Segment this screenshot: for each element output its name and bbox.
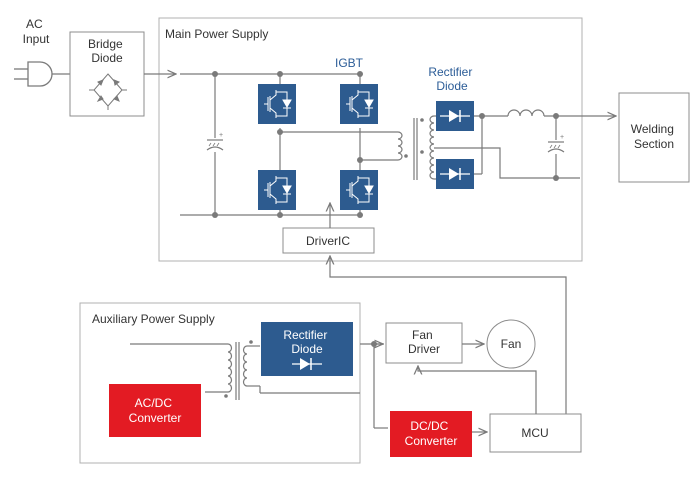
welding-section-line1: Welding — [631, 122, 674, 136]
svg-text:+: + — [560, 134, 564, 141]
rectifier-diode-main-label: Rectifier Diode — [428, 65, 475, 93]
welding-section-line2: Section — [634, 137, 674, 151]
main-power-supply-label: Main Power Supply — [165, 27, 268, 41]
bridge-diode-line1: Bridge — [88, 37, 123, 51]
input-capacitor-icon: + — [206, 132, 224, 151]
welding-section-box — [618, 92, 690, 183]
dcdc-line2: Converter — [405, 434, 458, 448]
igbt-label: IGBT — [335, 56, 364, 70]
rectifier-diode-main-line1: Rectifier — [428, 65, 472, 79]
acdc-line2: Converter — [129, 411, 182, 425]
aux-transformer-dots — [224, 340, 253, 398]
dcdc-converter-box — [390, 411, 472, 457]
fan-label: Fan — [501, 337, 522, 351]
acdc-converter-box — [109, 384, 201, 437]
acdc-converter-label: AC/DC Converter — [129, 396, 182, 425]
igbt-top-right — [340, 84, 378, 124]
auxiliary-power-supply-label: Auxiliary Power Supply — [92, 312, 215, 326]
rectifier-diode-aux-line2: Diode — [291, 342, 323, 356]
bridge-diode-line2: Diode — [91, 51, 123, 65]
ac-input-line2: Input — [23, 32, 50, 46]
acdc-line1: AC/DC — [135, 396, 173, 410]
fan-driver-label: Fan Driver — [408, 328, 440, 356]
rectifier-diode-main-top — [436, 101, 474, 131]
driver-ic-label: DriverIC — [306, 234, 350, 248]
svg-text:+: + — [219, 132, 223, 139]
ac-input-label: AC Input — [23, 17, 50, 46]
wire-mcu-to-driver — [330, 256, 567, 414]
driver-ic-box — [282, 227, 375, 254]
wire-mcu-to-fan-driver — [418, 366, 537, 414]
junction-dots — [212, 71, 559, 218]
diode-icon — [292, 358, 322, 370]
igbt-top-left — [258, 84, 296, 124]
dcdc-line1: DC/DC — [410, 419, 448, 433]
aux-output-wiring — [373, 344, 388, 429]
mcu-box — [489, 413, 582, 453]
bridge-diode-label: Bridge Diode — [88, 37, 126, 65]
fan-circle — [486, 319, 536, 369]
output-capacitor-icon: + — [547, 134, 565, 153]
igbt-bottom-right — [340, 170, 378, 210]
rectifier-diode-main-bottom — [436, 159, 474, 189]
dcdc-converter-label: DC/DC Converter — [405, 419, 458, 448]
mcu-label: MCU — [521, 426, 548, 440]
ac-plug-icon — [14, 61, 53, 87]
bridge-diode-icon — [89, 73, 127, 110]
fan-driver-box — [385, 322, 463, 364]
fan-driver-line2: Driver — [408, 342, 440, 356]
ac-input-line1: AC — [26, 17, 43, 31]
bridge-diode-box — [69, 31, 145, 117]
rectifier-diode-aux — [261, 322, 353, 376]
welding-section-label: Welding Section — [631, 122, 677, 151]
rectifier-diode-main-line2: Diode — [436, 79, 468, 93]
rectifier-diode-aux-label: Rectifier Diode — [283, 328, 330, 356]
igbt-bottom-left — [258, 170, 296, 210]
fan-driver-line1: Fan — [412, 328, 433, 342]
rectifier-diode-aux-line1: Rectifier — [283, 328, 327, 342]
aux-wiring — [130, 342, 384, 400]
main-power-supply-box — [158, 17, 583, 262]
